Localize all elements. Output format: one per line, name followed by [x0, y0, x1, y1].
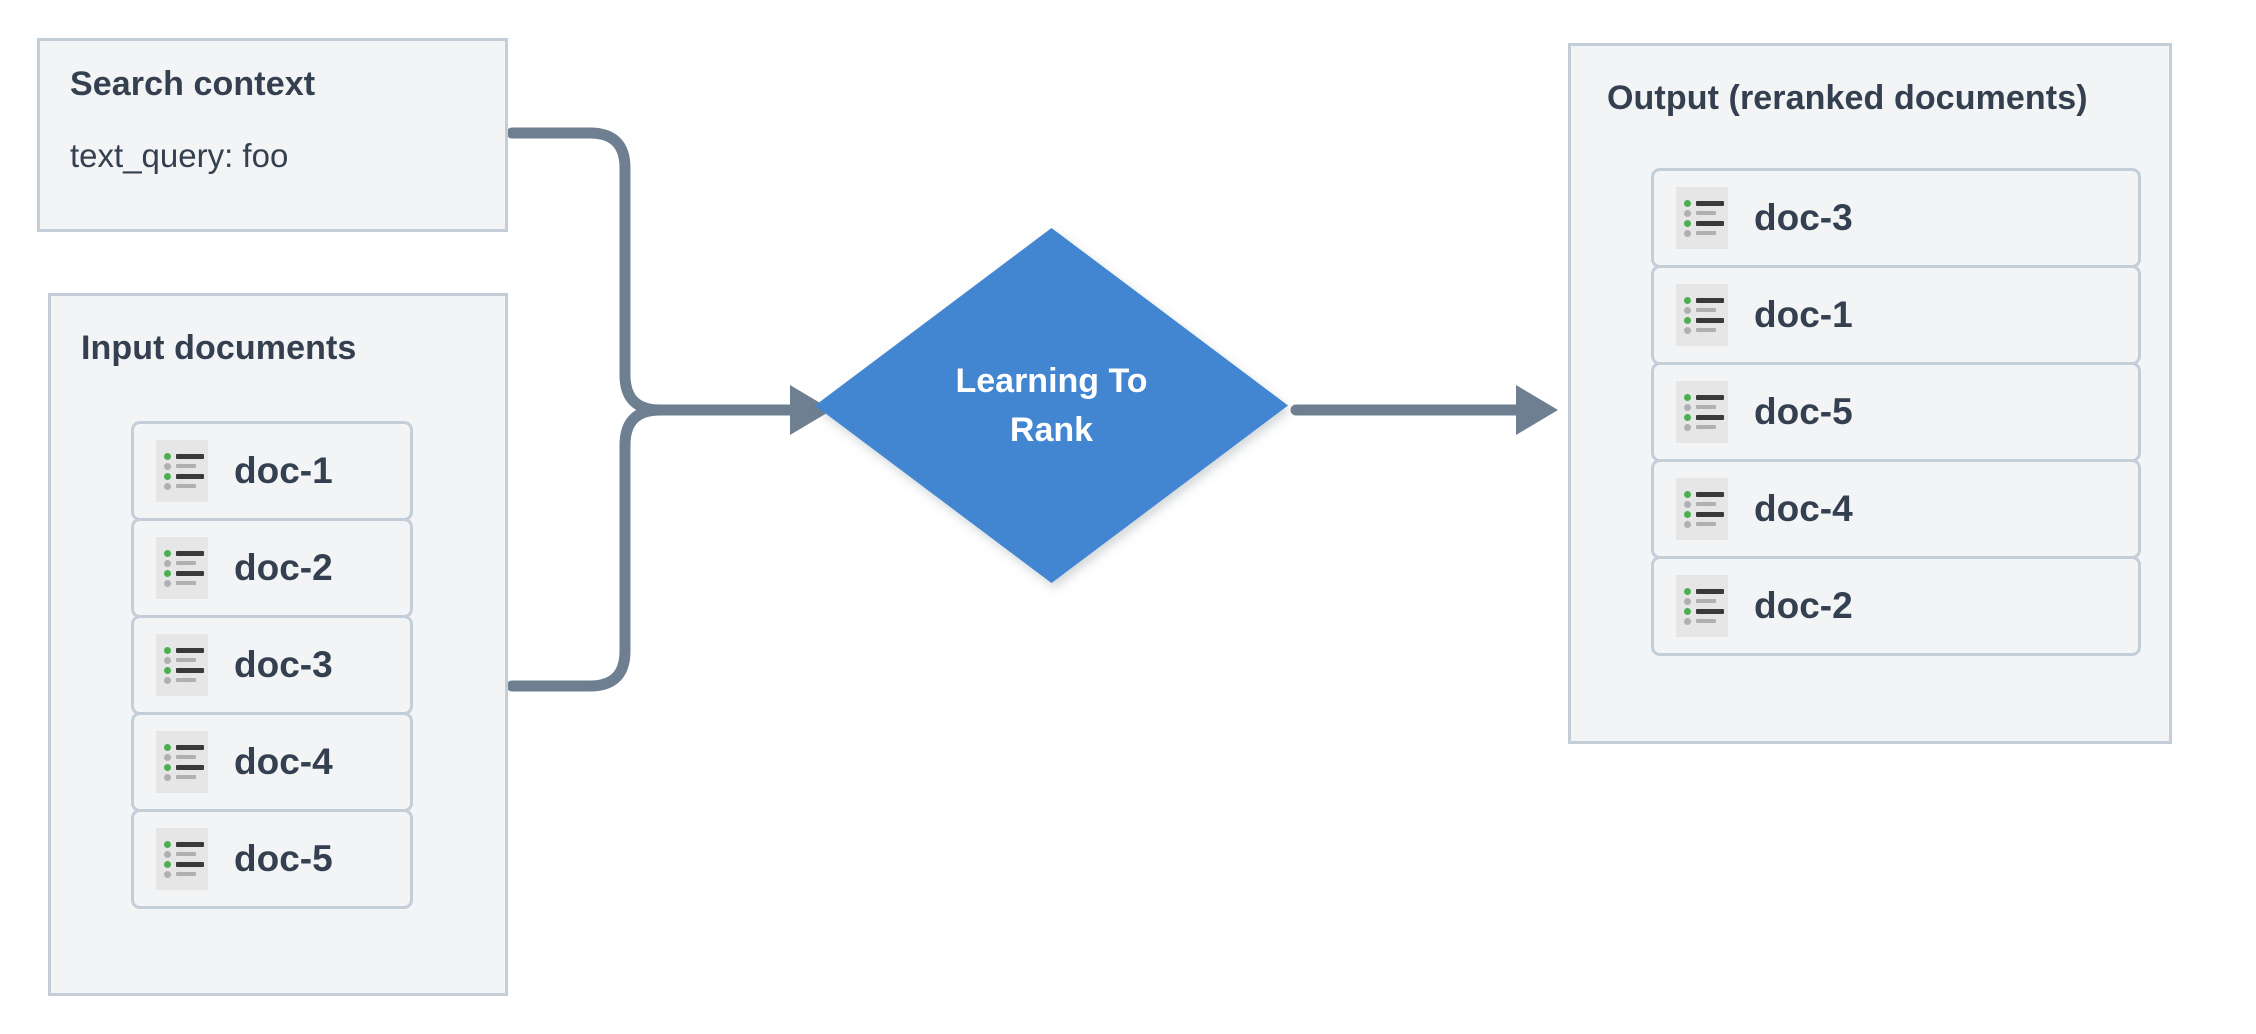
node-label-line-2: Rank	[1009, 410, 1094, 449]
input-document-card-doc-2[interactable]: doc-2	[131, 518, 413, 618]
output-document-card-doc-4[interactable]: doc-4	[1651, 459, 2141, 559]
input-documents-title: Input documents	[81, 329, 357, 367]
document-list-icon	[156, 828, 208, 890]
connector-input-documents-to-node	[506, 404, 796, 692]
input-documents-list: doc-1 doc-2 doc-3 doc-4	[131, 421, 413, 909]
learning-to-rank-label: Learning To Rank	[815, 228, 1288, 583]
output-document-card-doc-3[interactable]: doc-3	[1651, 168, 2141, 268]
document-list-icon	[156, 634, 208, 696]
document-label: doc-3	[234, 644, 333, 685]
document-list-icon	[1676, 187, 1728, 249]
document-label: doc-4	[1754, 488, 1853, 529]
input-document-card-doc-3[interactable]: doc-3	[131, 615, 413, 715]
document-label: doc-1	[234, 450, 333, 491]
document-label: doc-2	[234, 547, 333, 588]
output-document-card-doc-5[interactable]: doc-5	[1651, 362, 2141, 462]
input-document-card-doc-4[interactable]: doc-4	[131, 712, 413, 812]
input-document-card-doc-1[interactable]: doc-1	[131, 421, 413, 521]
output-panel: Output (reranked documents) doc-3 doc-1 …	[1568, 43, 2172, 744]
search-context-panel: Search context text_query: foo	[37, 38, 508, 232]
output-documents-list: doc-3 doc-1 doc-5 doc-4	[1651, 168, 2141, 656]
input-document-card-doc-5[interactable]: doc-5	[131, 809, 413, 909]
output-document-card-doc-1[interactable]: doc-1	[1651, 265, 2141, 365]
document-label: doc-1	[1754, 294, 1853, 335]
document-label: doc-4	[234, 741, 333, 782]
connector-search-context-to-node	[506, 127, 796, 416]
output-document-card-doc-2[interactable]: doc-2	[1651, 556, 2141, 656]
document-list-icon	[156, 731, 208, 793]
document-label: doc-5	[234, 838, 333, 879]
document-list-icon	[1676, 284, 1728, 346]
input-documents-panel: Input documents doc-1 doc-2 doc-3	[48, 293, 508, 996]
document-label: doc-5	[1754, 391, 1853, 432]
search-context-title: Search context	[70, 65, 316, 103]
document-list-icon	[156, 537, 208, 599]
search-context-query-value: text_query: foo	[70, 137, 289, 174]
learning-to-rank-node[interactable]: Learning To Rank	[815, 228, 1288, 583]
document-label: doc-3	[1754, 197, 1853, 238]
output-title: Output (reranked documents)	[1607, 79, 2088, 117]
arrowhead-into-output	[1516, 385, 1558, 435]
node-label-line-1: Learning To	[955, 362, 1148, 401]
document-list-icon	[1676, 478, 1728, 540]
document-list-icon	[1676, 575, 1728, 637]
document-list-icon	[156, 440, 208, 502]
document-list-icon	[1676, 381, 1728, 443]
document-label: doc-2	[1754, 585, 1853, 626]
